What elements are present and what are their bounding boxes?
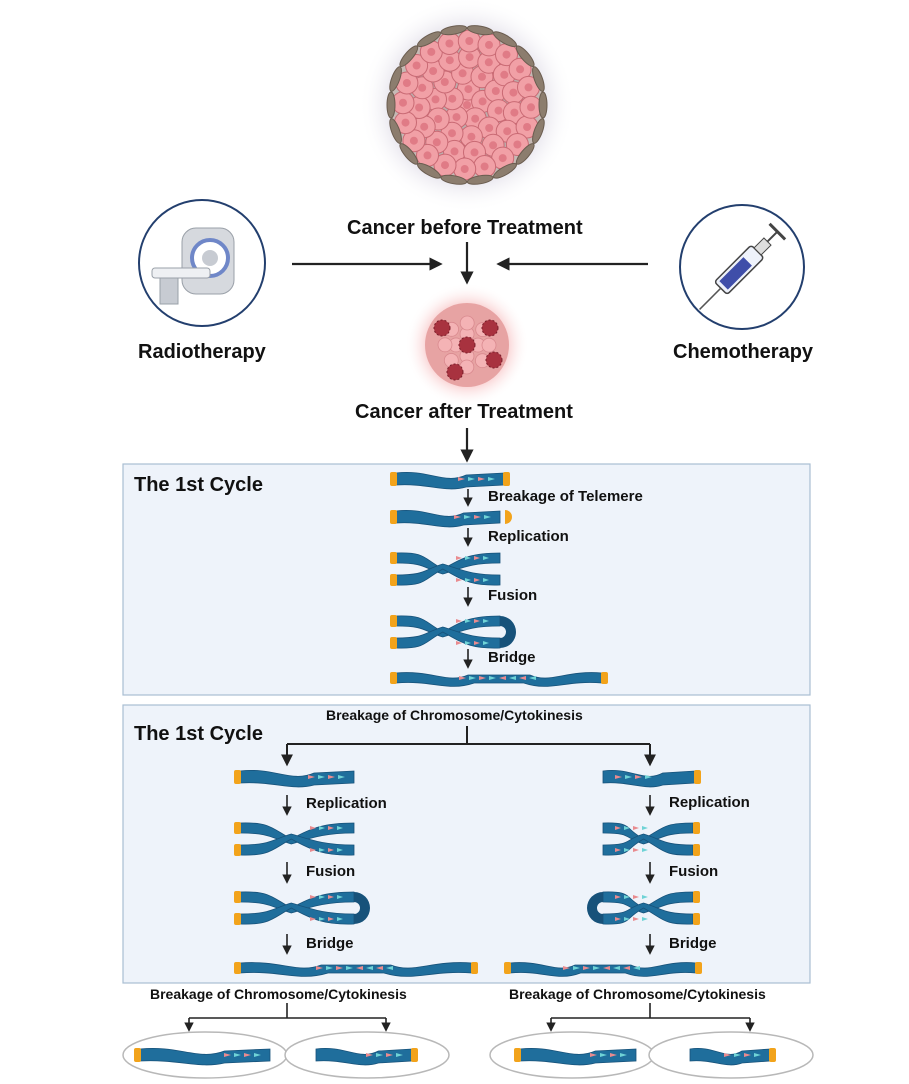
fibroblast-cell bbox=[386, 91, 396, 119]
dicentric-bridge bbox=[390, 672, 608, 687]
fibroblast-cell bbox=[399, 143, 419, 165]
cancer-cell bbox=[508, 57, 532, 81]
damaged-cell bbox=[458, 336, 476, 354]
cycle2-right-step-3: Bridge bbox=[669, 935, 717, 952]
cancer-cell bbox=[433, 153, 457, 177]
chromosome bbox=[234, 769, 355, 788]
cancer-cell bbox=[481, 337, 497, 353]
cycle2-title: The 1st Cycle bbox=[134, 723, 263, 745]
step-arrows bbox=[282, 489, 655, 955]
fibroblast-cell bbox=[417, 162, 441, 179]
cancer-cell bbox=[437, 337, 453, 353]
sister-chromatids bbox=[390, 615, 516, 649]
chromosome bbox=[390, 471, 510, 490]
cancer-cell bbox=[477, 33, 501, 57]
fibroblast-cell bbox=[493, 31, 517, 48]
dicentric-bridge bbox=[504, 962, 702, 977]
fibroblast-cell bbox=[417, 31, 441, 48]
cycle1-step-2: Replication bbox=[488, 528, 569, 545]
cancer-cell bbox=[416, 143, 439, 167]
cancer-cell bbox=[395, 71, 419, 95]
fibroblast-cell bbox=[466, 174, 494, 185]
fibroblast-cell bbox=[466, 25, 494, 36]
chromosome bbox=[514, 1047, 637, 1066]
cancer-cell bbox=[519, 95, 543, 119]
cycle2-right-step-1: Replication bbox=[669, 794, 750, 811]
broken-telomere bbox=[505, 510, 512, 524]
damaged-cell bbox=[481, 319, 499, 337]
fibroblast-cell bbox=[389, 66, 402, 92]
fibroblast-cell bbox=[399, 45, 419, 67]
fibroblast-cell bbox=[493, 162, 517, 179]
cancer-cell bbox=[459, 315, 475, 331]
sister-chromatids bbox=[234, 891, 370, 925]
fibroblast-cell bbox=[515, 143, 535, 165]
chromosome bbox=[134, 1047, 271, 1066]
bottom-right-label: Breakage of Chromosome/Cytokinesis bbox=[509, 986, 766, 1002]
cycle1-step-4: Bridge bbox=[488, 649, 536, 666]
cycle1-title: The 1st Cycle bbox=[134, 474, 263, 496]
fibroblast-cell bbox=[515, 45, 535, 67]
chromosome bbox=[390, 509, 501, 528]
label-chemotherapy: Chemotherapy bbox=[673, 341, 814, 363]
bottom-left-label: Breakage of Chromosome/Cytokinesis bbox=[150, 986, 407, 1002]
cycle2-left-step-3: Bridge bbox=[306, 935, 354, 952]
cancer-cell bbox=[437, 32, 461, 55]
cycle2-left-step-2: Fusion bbox=[306, 863, 356, 880]
chromosome bbox=[689, 1047, 776, 1066]
cancer-cell bbox=[473, 155, 497, 178]
label-radiotherapy: Radiotherapy bbox=[138, 341, 266, 363]
label-after: Cancer after Treatment bbox=[355, 401, 573, 423]
sister-chromatids bbox=[234, 822, 355, 856]
cycle2-left-step-1: Replication bbox=[306, 795, 387, 812]
fibroblast-cell bbox=[532, 118, 545, 144]
sister-chromatids bbox=[602, 822, 700, 856]
cancer-cell bbox=[453, 157, 477, 181]
cancer-cell bbox=[477, 50, 501, 74]
fibroblast-cell bbox=[440, 25, 468, 36]
cancer-cell bbox=[402, 129, 426, 153]
mri-machine-icon bbox=[138, 199, 266, 327]
label-before: Cancer before Treatment bbox=[347, 217, 583, 239]
cycle2-top-label: Breakage of Chromosome/Cytokinesis bbox=[326, 707, 583, 723]
sister-chromatids bbox=[390, 552, 501, 586]
cancer-cell bbox=[495, 43, 518, 67]
sister-chromatids bbox=[587, 891, 700, 925]
chromosome bbox=[315, 1047, 418, 1066]
cycle2-split-arrows bbox=[281, 726, 656, 767]
chromosome bbox=[602, 769, 701, 788]
fibroblast-cell bbox=[532, 66, 545, 92]
cycle2-right-step-2: Fusion bbox=[669, 863, 719, 880]
cancer-after-cluster bbox=[405, 283, 529, 407]
fibroblast-cell bbox=[538, 91, 548, 119]
damaged-cell bbox=[433, 319, 451, 337]
syringe-icon bbox=[679, 204, 805, 330]
fibroblast-cell bbox=[440, 174, 468, 185]
damaged-cell bbox=[485, 351, 503, 369]
cancer-cell bbox=[491, 146, 515, 170]
cancer-before-cluster bbox=[359, 0, 575, 213]
damaged-cell bbox=[446, 363, 464, 381]
cycle1-step-3: Fusion bbox=[488, 587, 538, 604]
bottom-split-arrows bbox=[184, 1003, 755, 1032]
fibroblast-cell bbox=[389, 118, 402, 144]
dicentric-bridge bbox=[234, 962, 478, 977]
cycle1-step-1: Breakage of Telemere bbox=[488, 488, 643, 505]
chromosomes bbox=[134, 471, 776, 1066]
